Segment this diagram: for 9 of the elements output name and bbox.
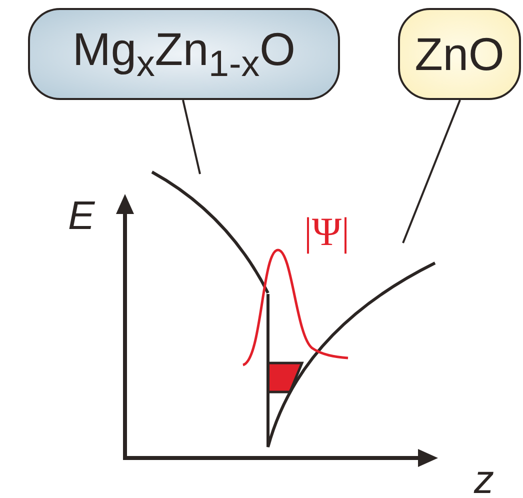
- wavefunction-label: |Ψ|: [304, 212, 350, 252]
- material-label-box: ZnO: [398, 8, 521, 100]
- band-edge-curve: [151, 170, 270, 294]
- axis-label: z: [474, 460, 494, 498]
- material-label-box: Mg$_{x}$Zn$_{1-x}$O: [28, 8, 340, 100]
- leader-line: [402, 100, 461, 244]
- leader-line: [182, 100, 201, 174]
- axis-label: E: [68, 196, 95, 236]
- band-edge-curve: [266, 262, 436, 448]
